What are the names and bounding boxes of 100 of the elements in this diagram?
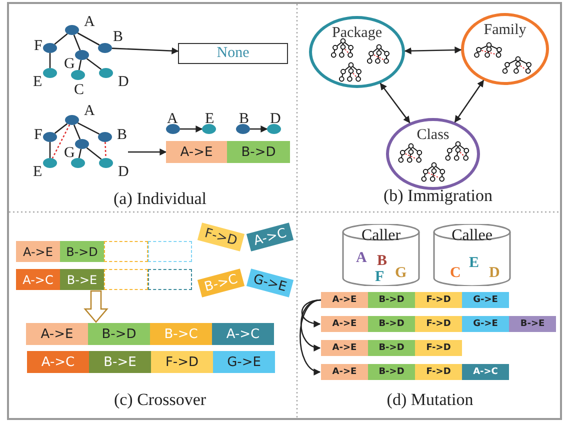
class-letter: A [356, 250, 367, 266]
tree-node-circle [267, 124, 281, 134]
tree-edge [77, 122, 100, 135]
tree-edge [54, 123, 68, 134]
cluster-title: Class [416, 127, 450, 143]
tree-edge [78, 60, 82, 70]
dashed-link [104, 142, 106, 158]
edge-segment: A->E [16, 241, 60, 262]
caption: (d) Mutation [386, 391, 474, 409]
arrow [454, 80, 484, 123]
class-letter: E [469, 255, 480, 271]
class-letter: C [450, 265, 461, 281]
arrow [180, 126, 203, 132]
empty-slot [148, 269, 192, 290]
edge-segment: B->C [150, 323, 212, 345]
tree-node-circle [166, 124, 180, 134]
tree-edge [54, 33, 68, 45]
node-letter: C [74, 83, 84, 98]
tree-node-circle [75, 139, 89, 149]
class-letter: F [375, 269, 384, 285]
node-letter: F [34, 39, 42, 54]
tree-node-circle [99, 68, 113, 78]
edge-segment: B->D [88, 323, 150, 345]
node-letter: A [167, 112, 178, 127]
node-letter: G [64, 146, 75, 161]
database-cylinder [433, 224, 511, 286]
tree-node-circle [43, 132, 57, 142]
node-letter: D [118, 165, 129, 180]
mutation-arrow [300, 299, 322, 374]
class-letter: D [489, 265, 500, 281]
node-letter: E [33, 165, 42, 180]
tree-edge [78, 148, 82, 158]
edge-segment: A->C [462, 364, 509, 380]
tree-edge [86, 58, 102, 70]
edge-segment: F->D [415, 340, 462, 356]
tree-node-circle [65, 25, 79, 35]
edge-segment: A->E [26, 323, 88, 345]
cluster-title: Package [332, 25, 382, 41]
node-letter: D [118, 75, 129, 90]
caption: (b) Immigration [383, 187, 493, 205]
node-letter: F [34, 128, 42, 143]
tree-node-circle [65, 115, 79, 125]
empty-slot [148, 241, 192, 262]
edge-segment: B->D [368, 316, 415, 332]
class-letter: B [377, 253, 388, 269]
tree-node-circle [75, 50, 89, 60]
node-letter: D [270, 112, 281, 127]
node-letter: E [33, 75, 42, 90]
tree-node-circle [43, 43, 57, 53]
node-letter: E [205, 112, 214, 127]
edge-segment: A->C [27, 351, 89, 373]
arrow [380, 82, 410, 124]
node-letter: G [64, 57, 75, 72]
edge-segment: B->D [227, 141, 290, 163]
edge-segment: F->D [197, 222, 245, 252]
edge-segment: A->E [321, 364, 368, 380]
tree-edge [86, 147, 102, 160]
tree-node-circle [43, 68, 57, 78]
edge-segment: A->E [321, 292, 368, 308]
edge-segment: B->D [368, 364, 415, 380]
tree-node-circle [71, 158, 85, 168]
edge-segment: G->E [462, 292, 509, 308]
tree-node-circle [71, 70, 85, 80]
tree-node-circle [202, 124, 216, 134]
tree-edge [77, 32, 100, 46]
edge-segment: B->C [197, 268, 245, 298]
arrow [404, 46, 462, 54]
node-letter: B [113, 30, 124, 45]
edge-segment: G->E [213, 351, 275, 373]
edge-segment: A->C [16, 269, 60, 290]
tree-edge [49, 53, 51, 68]
edge-segment: A->E [321, 340, 368, 356]
edge-segment: F->D [415, 364, 462, 380]
caption: (a) Individual [114, 190, 206, 208]
result-box: None [178, 43, 288, 64]
edge-segment: F->D [415, 292, 462, 308]
tree-node-circle [98, 43, 112, 53]
tree-node-circle [236, 124, 250, 134]
edge-segment: B->E [509, 316, 556, 332]
caption: (c) Crossover [114, 391, 206, 409]
node-letter: B [239, 112, 250, 127]
edge-segment: F->D [151, 351, 213, 373]
edge-segment: A->E [321, 316, 368, 332]
tree-edge [49, 142, 51, 158]
edge-segment: G->E [462, 316, 509, 332]
mutation-arrow [300, 299, 322, 350]
tree-node-circle [43, 158, 57, 168]
transition-arrow [84, 290, 108, 323]
edge-segment: G->E [246, 268, 294, 298]
database-title: Caller [361, 228, 401, 244]
mutation-arrow [301, 299, 322, 327]
edge-segment: B->E [60, 269, 104, 290]
database-title: Callee [452, 228, 492, 244]
node-letter: A [84, 104, 95, 119]
edge-segment: A->E [166, 141, 227, 163]
edge-segment: B->D [368, 292, 415, 308]
arrow [250, 126, 268, 132]
arrow [112, 47, 179, 54]
database-cylinder [342, 224, 420, 286]
cluster-title: Family [484, 22, 526, 38]
